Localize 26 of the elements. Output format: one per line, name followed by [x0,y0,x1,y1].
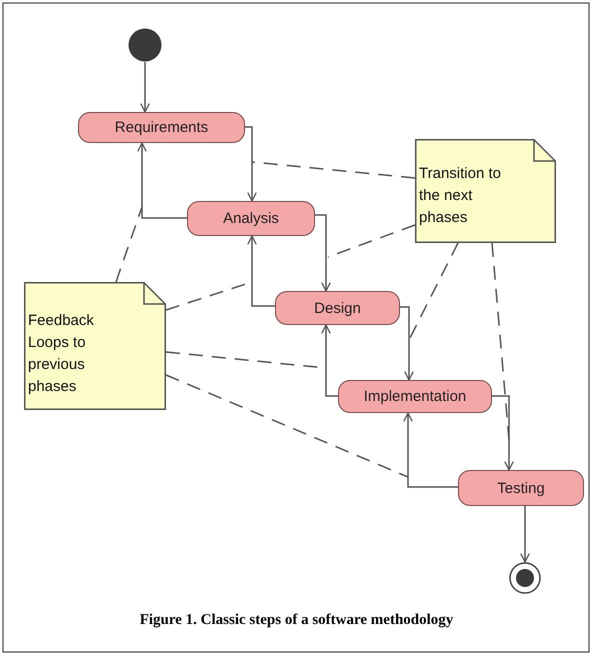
arrow [247,235,275,307]
leader-line [166,374,408,478]
activity-node: Implementation [338,380,492,413]
final-node [509,562,541,594]
note: Feedback Loops to previous phases [24,282,166,410]
arrow [321,324,338,397]
arrow [140,61,150,113]
activity-node: Design [275,291,400,325]
arrow [137,142,187,219]
arrow [315,214,331,292]
leader-line [491,242,510,440]
leader-line [115,206,143,282]
note: Transition to the next phases [415,139,556,243]
activity-node: Testing [458,470,584,506]
arrow [403,412,458,488]
leader-line [408,242,459,340]
arrow [520,505,530,563]
activity-node: Requirements [78,112,245,143]
arrow [400,306,414,381]
initial-node [128,28,162,62]
activity-node: Analysis [187,201,315,236]
leader-line [252,161,416,179]
arrow [492,395,514,471]
leader-line [328,224,416,258]
arrow [245,126,257,202]
caption: Figure 1. Classic steps of a software methodology [138,612,454,629]
